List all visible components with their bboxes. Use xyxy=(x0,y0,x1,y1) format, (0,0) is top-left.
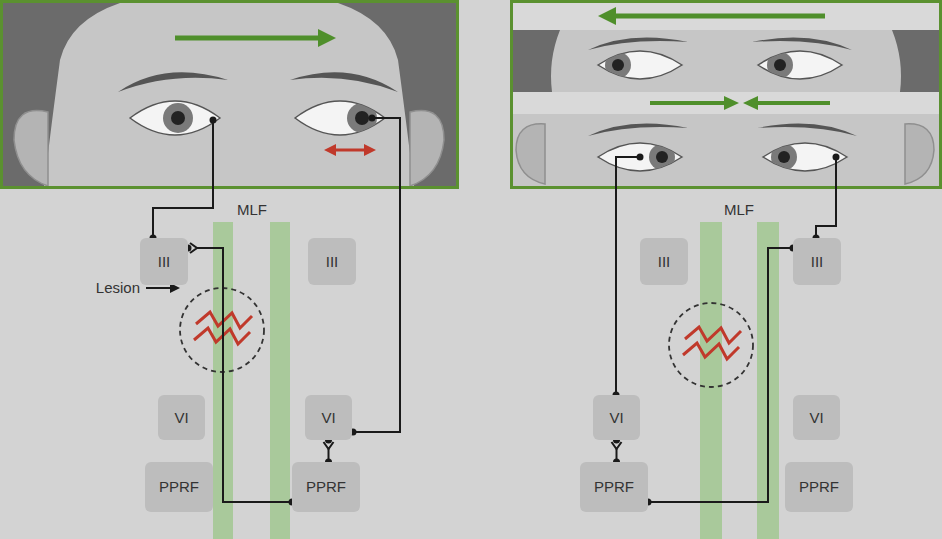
hair xyxy=(513,30,560,92)
eye-iris xyxy=(347,103,377,133)
convergence-arrow-head xyxy=(743,96,758,110)
face-strip xyxy=(513,30,939,92)
mlf-band xyxy=(270,222,290,539)
nucleus-label: VI xyxy=(809,409,823,427)
face-panel xyxy=(2,2,458,188)
eye-iris xyxy=(163,103,193,133)
convergence-arrow xyxy=(756,101,830,105)
nucleus-label: PPRF xyxy=(306,478,346,496)
eyebrow xyxy=(588,124,688,137)
nucleus-label: III xyxy=(158,253,171,271)
leader-arrow xyxy=(146,287,172,289)
nucleus-label: III xyxy=(811,253,824,271)
wire-dot xyxy=(369,115,376,122)
wire-dot xyxy=(637,154,644,161)
nucleus-label: PPRF xyxy=(594,478,634,496)
nucleus-box: PPRF xyxy=(785,462,853,512)
eyebrow xyxy=(118,72,228,92)
panel-border xyxy=(2,2,458,188)
pathway-line xyxy=(648,248,793,502)
nucleus-label: VI xyxy=(321,409,335,427)
nystagmus-arrow-head xyxy=(324,144,336,156)
annotation-label: MLF xyxy=(724,201,754,219)
eye-sclera xyxy=(598,143,682,171)
nucleus-label: III xyxy=(658,253,671,271)
nucleus-box: PPRF xyxy=(292,462,360,512)
nucleus-box: VI xyxy=(793,395,840,440)
annotation-label: Lesion xyxy=(96,279,140,297)
nucleus-box: III xyxy=(793,238,841,285)
nucleus-box: III xyxy=(140,238,188,285)
eyebrow xyxy=(757,124,857,137)
wire-dot xyxy=(210,117,217,124)
annotation-label: MLF xyxy=(237,201,267,219)
eye-iris xyxy=(767,52,793,78)
nerve-wire xyxy=(353,118,400,432)
nucleus-box: III xyxy=(640,238,688,285)
ear xyxy=(905,124,934,184)
nucleus-box: PPRF xyxy=(145,462,213,512)
ear xyxy=(410,111,444,186)
nucleus-box: III xyxy=(308,238,356,285)
nucleus-box: VI xyxy=(158,395,205,440)
hair xyxy=(3,3,120,186)
lesion-zigzag xyxy=(685,327,741,343)
nucleus-label: VI xyxy=(609,409,623,427)
convergence-arrow xyxy=(650,101,726,105)
gaze-arrow xyxy=(614,14,825,19)
face-strip xyxy=(513,114,939,186)
nerve-wire xyxy=(816,157,836,238)
mlf-band xyxy=(700,222,722,539)
hair xyxy=(892,30,939,92)
lesion-zigzag xyxy=(683,343,739,359)
eye-sclera xyxy=(130,101,220,135)
eye-iris xyxy=(771,144,797,170)
eye-iris xyxy=(649,144,675,170)
eye-sclera xyxy=(598,51,682,79)
eyebrow xyxy=(290,72,398,92)
eye-sclera xyxy=(295,101,385,135)
eye-sclera xyxy=(758,51,842,79)
panel-border xyxy=(512,2,941,188)
ear xyxy=(14,111,48,186)
hair xyxy=(338,3,456,186)
ear xyxy=(516,124,545,184)
nystagmus-arrow-head xyxy=(364,144,376,156)
nucleus-label: PPRF xyxy=(159,478,199,496)
nucleus-label: III xyxy=(326,253,339,271)
wire-dot xyxy=(833,154,840,161)
nucleus-label: PPRF xyxy=(799,478,839,496)
convergence-arrow-head xyxy=(724,96,739,110)
face-panel xyxy=(512,2,941,188)
eye-sclera xyxy=(763,143,847,171)
gaze-arrow-head xyxy=(318,29,336,47)
eyebrow xyxy=(752,38,852,51)
nerve-wire xyxy=(616,157,640,395)
gaze-arrow-head xyxy=(598,7,616,25)
nucleus-label: VI xyxy=(174,409,188,427)
lesion-circle xyxy=(669,303,753,387)
nucleus-box: VI xyxy=(593,395,640,440)
nerve-wire xyxy=(153,120,213,238)
gaze-arrow xyxy=(175,36,320,41)
eye-iris xyxy=(605,52,631,78)
nucleus-box: PPRF xyxy=(580,462,648,512)
nystagmus-arrow xyxy=(334,149,366,152)
eyebrow xyxy=(588,38,688,51)
nucleus-box: VI xyxy=(305,395,352,440)
